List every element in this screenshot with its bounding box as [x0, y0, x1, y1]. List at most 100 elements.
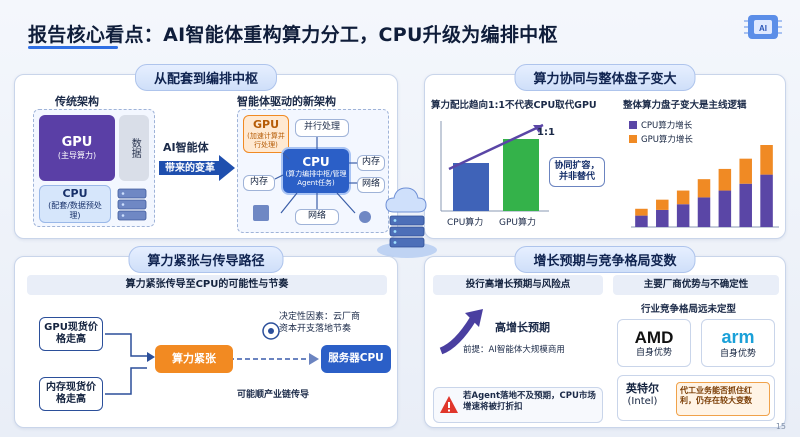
- legend-swatch-cpu: [629, 121, 637, 129]
- title-underline: [28, 46, 118, 49]
- factor-line-1: 决定性因素：云厂商: [279, 312, 361, 322]
- ratio-heading: 算力配比趋向1:1不代表CPU取代GPU: [431, 100, 597, 111]
- server-cloud-illustration: [377, 187, 437, 258]
- vendor-heading-box: 主要厂商优势与不确定性: [613, 275, 779, 295]
- legacy-cpu-label: CPU: [62, 187, 88, 201]
- amd-logo: AMD: [634, 327, 674, 347]
- bar-gpu-7: [760, 145, 773, 175]
- ratio-bar-label-cpu: CPU算力: [447, 218, 484, 228]
- page-title: 报告核心看点：AI智能体重构算力分工，CPU升级为编排中枢: [28, 24, 558, 46]
- panel-title: 算力协同与整体盘子变大: [514, 64, 696, 91]
- memory-right-label: 内存: [361, 157, 380, 168]
- legend-label-gpu: GPU算力增长: [641, 135, 693, 145]
- parallel-block: 并行处理: [295, 119, 349, 137]
- arm-caption: 自身优势: [719, 348, 756, 359]
- arch-connectors: [253, 137, 371, 223]
- legend-label-cpu: CPU算力增长: [641, 121, 693, 131]
- transmission-subheading-text: 算力紧张传导至CPU的可能性与节奏: [125, 278, 289, 290]
- growth-premise: 前提：AI智能体大规模商用: [463, 345, 565, 355]
- panel-title: 从配套到编排中枢: [134, 64, 278, 91]
- intel-cn: 英特尔: [626, 382, 659, 395]
- mem-spot-text: 内存现货价格走高: [46, 381, 96, 406]
- intel-note: 代工业务能否抓住红利，仍存在较大变数: [680, 386, 752, 406]
- amd-caption: 自身优势: [635, 348, 672, 358]
- ai-chip-icon: AI: [744, 15, 782, 39]
- panel-transmission: 算力紧张与传导路径 算力紧张传导至CPU的可能性与节奏 GPU现货价格走高 内存…: [14, 246, 398, 428]
- panel-synergy: 算力协同与整体盘子变大 算力配比趋向1:1不代表CPU取代GPU 1:1 CPU…: [424, 64, 786, 239]
- bar-gpu-1: [635, 208, 648, 216]
- vendor-heading-text: 主要厂商优势与不确定性: [643, 279, 749, 291]
- factor-line-2: 资本开支落地节奏: [279, 324, 352, 334]
- legacy-gpu-block: GPU (主导算力): [39, 115, 115, 181]
- new-arch-heading: 智能体驱动的新架构: [237, 95, 336, 108]
- memory-left-block: 内存: [243, 175, 275, 191]
- growth-arrow-icon: [439, 309, 483, 355]
- parallel-label: 并行处理: [303, 122, 340, 133]
- ratio-bar-label-gpu: GPU算力: [499, 218, 536, 228]
- bar-cpu-3: [676, 204, 690, 227]
- panel-title: 算力紧张与传导路径: [128, 246, 284, 273]
- tension-box: 算力紧张: [155, 345, 233, 373]
- network-right-label: 网络: [361, 179, 380, 190]
- bar-cpu-4: [697, 197, 711, 227]
- legacy-data-label: 数据: [129, 138, 141, 158]
- memory-left-label: 内存: [249, 177, 268, 188]
- bar-cpu-5: [718, 190, 732, 227]
- arm-logo: arm: [721, 327, 755, 348]
- legend-cpu: CPU算力增长: [629, 119, 692, 131]
- landscape-label: 行业竞争格局远未定型: [641, 304, 737, 315]
- intel-name: 英特尔 (Intel): [626, 382, 659, 408]
- server-cpu-text: 服务器CPU: [328, 352, 384, 365]
- growth-title: 高增长预期: [495, 321, 550, 334]
- growth-stacked-chart: [631, 145, 779, 228]
- chain-label: 可能顺产业链传导: [237, 390, 310, 400]
- intel-note-box: 代工业务能否抓住红利，仍存在较大变数: [676, 382, 770, 416]
- gpu-spot-box: GPU现货价格走高: [39, 317, 103, 351]
- legacy-cpu-block: CPU (配套/数据预处理): [39, 185, 111, 223]
- panel-competition: 增长预期与竞争格局变数 投行高增长预期与风险点 高增长预期 前提：AI智能体大规…: [424, 246, 786, 428]
- growth-heading: 整体算力盘子变大是主线逻辑: [623, 100, 747, 111]
- legacy-cpu-sub: (配套/数据预处理): [48, 200, 102, 220]
- new-gpu-block: GPU (加速计算并行处理): [243, 115, 289, 153]
- arm-card: arm 自身优势: [701, 319, 775, 367]
- page-number: 15: [775, 422, 786, 431]
- new-gpu-label: GPU: [252, 118, 280, 132]
- tension-text: 算力紧张: [172, 352, 216, 366]
- panel-orchestration: 从配套到编排中枢 传统架构 GPU (主导算力) 数据 CPU (配套/数据预处…: [14, 64, 398, 239]
- ratio-chart: [440, 121, 549, 212]
- ratio-bar-cpu: [453, 163, 489, 211]
- legend-gpu: GPU算力增长: [629, 133, 693, 145]
- warning-icon: [440, 396, 458, 413]
- new-cpu-label: CPU: [302, 154, 330, 169]
- panel-title: 增长预期与竞争格局变数: [514, 246, 696, 273]
- new-cpu-block: CPU (算力编排中枢/管理Agent任务): [283, 149, 349, 193]
- bar-cpu-2: [656, 209, 669, 227]
- legacy-heading: 传统架构: [55, 95, 99, 108]
- ratio-label: 1:1: [537, 127, 555, 138]
- intel-card: 英特尔 (Intel) 代工业务能否抓住红利，仍存在较大变数: [617, 375, 775, 421]
- network-right-block: 网络: [357, 177, 385, 193]
- legacy-gpu-sub: (主导算力): [57, 151, 97, 161]
- shift-label-2: 带来的变革: [165, 163, 215, 174]
- bar-gpu-6: [739, 158, 752, 184]
- bar-cpu-1: [635, 215, 648, 227]
- ratio-bar-gpu: [503, 139, 539, 211]
- transmission-arrows: [105, 322, 319, 395]
- server-stack-icon: [117, 188, 147, 221]
- risk-box: [433, 387, 603, 423]
- shift-label-1: AI智能体: [163, 141, 209, 154]
- bar-cpu-7: [760, 174, 773, 227]
- legend-swatch-gpu: [629, 135, 637, 143]
- synergy-callout-text: 协同扩容，并非替代: [554, 160, 600, 182]
- network-bottom-label: 网络: [307, 211, 326, 222]
- synergy-callout: 协同扩容，并非替代: [549, 157, 605, 187]
- server-cpu-box: 服务器CPU: [321, 345, 391, 373]
- memory-right-block: 内存: [357, 155, 385, 171]
- shift-arrow: [159, 155, 235, 181]
- bar-cpu-6: [739, 183, 752, 227]
- bank-heading-box: 投行高增长预期与风险点: [433, 275, 603, 295]
- transmission-subheading: 算力紧张传导至CPU的可能性与节奏: [27, 275, 387, 295]
- svg-text:AI: AI: [759, 24, 767, 33]
- network-bottom-block: 网络: [295, 209, 339, 225]
